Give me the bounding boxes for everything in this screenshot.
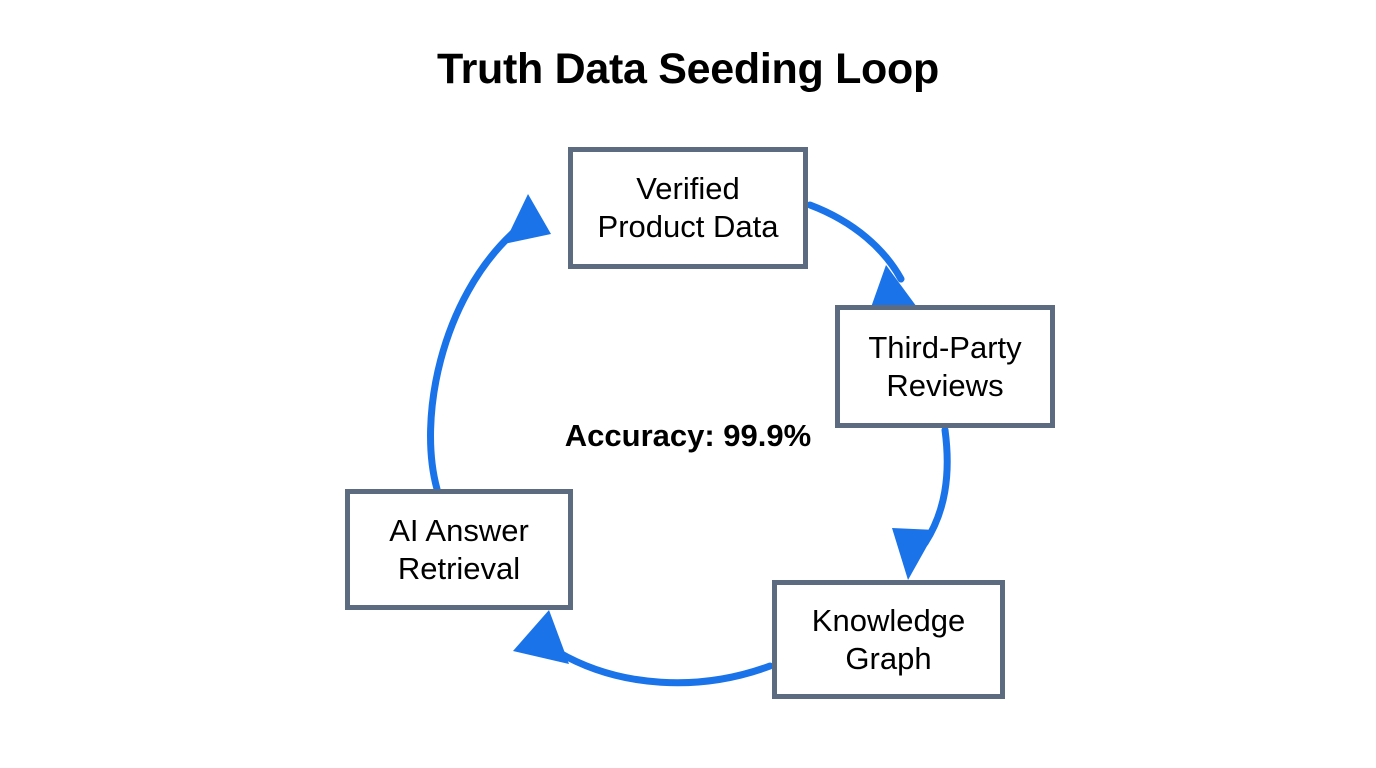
edge-ai-to-verified — [427, 194, 551, 493]
node-label: Third-Party Reviews — [868, 329, 1022, 403]
node-ai-answer-retrieval[interactable]: AI Answer Retrieval — [345, 489, 573, 610]
accuracy-metric-label: Accuracy: 99.9% — [564, 418, 812, 453]
node-third-party-reviews[interactable]: Third-Party Reviews — [835, 305, 1055, 428]
node-verified-product-data[interactable]: Verified Product Data — [568, 147, 808, 269]
node-label: Verified Product Data — [597, 171, 779, 244]
edge-thirdparty-to-knowledge — [892, 426, 951, 580]
node-label: Knowledge Graph — [811, 602, 966, 676]
node-label: AI Answer Retrieval — [389, 512, 529, 586]
edge-verified-to-thirdparty — [806, 201, 925, 318]
node-knowledge-graph[interactable]: Knowledge Graph — [772, 580, 1005, 699]
page-title: Truth Data Seeding Loop — [437, 45, 939, 93]
edge-knowledge-to-ai — [513, 610, 774, 687]
